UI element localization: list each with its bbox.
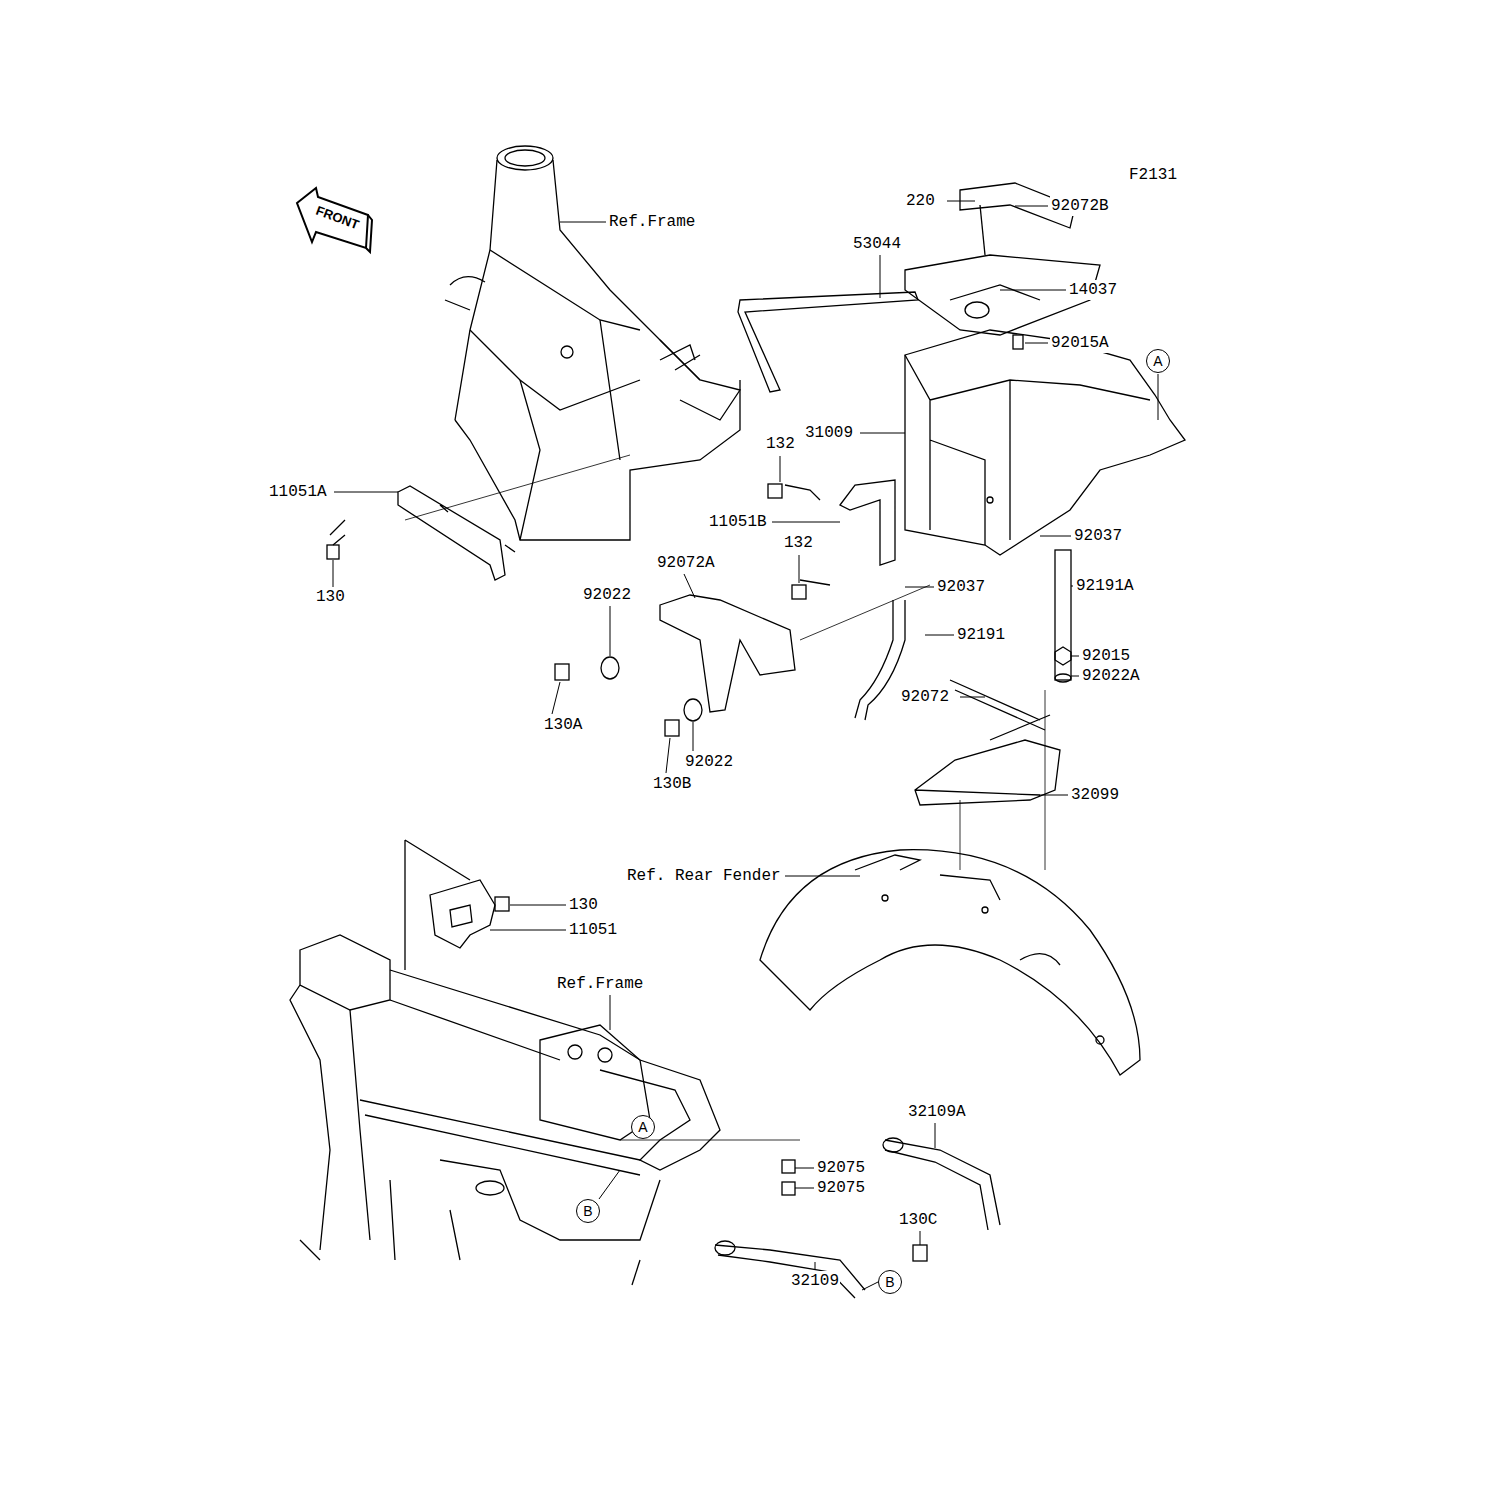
callout-number: 130: [568, 895, 599, 915]
callout-number: 32109A: [907, 1102, 967, 1122]
reference-letter: B: [878, 1270, 902, 1294]
callout-number: 92191: [956, 625, 1006, 645]
front-arrow: [297, 188, 368, 248]
grab-bar: [715, 1245, 865, 1298]
callout-number: 31009: [804, 423, 854, 443]
callout-number: 92015A: [1050, 333, 1110, 353]
callout-number: 92022: [582, 585, 632, 605]
callout-number: 130: [315, 587, 346, 607]
callout-number: 92191A: [1075, 576, 1135, 596]
callout-number: 11051: [568, 920, 618, 940]
callout-number: 92072B: [1050, 196, 1110, 216]
callout-number: 92037: [1073, 526, 1123, 546]
callout-number: 92075: [816, 1178, 866, 1198]
reference-letter: B: [576, 1199, 600, 1223]
strap: [738, 292, 918, 392]
callout-number: 92022A: [1081, 666, 1141, 686]
bracket: [840, 480, 895, 565]
part-label: F2131: [1128, 165, 1178, 185]
reference-letter: A: [631, 1115, 655, 1139]
callout-number: 14037: [1068, 280, 1118, 300]
tray: [915, 715, 1060, 805]
callout-number: 53044: [852, 234, 902, 254]
part-label: Ref.Frame: [556, 974, 644, 994]
callout-number: 220: [905, 191, 936, 211]
part-label: Ref. Rear Fender: [626, 866, 782, 886]
callout-number: 11051A: [268, 482, 328, 502]
callout-number: 92015: [1081, 646, 1131, 666]
callout-number: 130C: [898, 1210, 938, 1230]
frame-upper: [445, 146, 740, 540]
bracket: [398, 486, 515, 580]
callout-number: 32099: [1070, 785, 1120, 805]
reference-letter: A: [1146, 349, 1170, 373]
callout-number: 132: [765, 434, 796, 454]
callout-number: 132: [783, 533, 814, 553]
grab-bar: [885, 1140, 1000, 1230]
bracket: [430, 880, 495, 948]
hose: [855, 600, 905, 720]
leader-lines: [333, 201, 1158, 1290]
callout-number: 92072: [900, 687, 950, 707]
frame-lower: [290, 935, 720, 1285]
callout-number: 92075: [816, 1158, 866, 1178]
callout-number: 92037: [936, 577, 986, 597]
bracket: [660, 595, 795, 712]
rear-fender: [760, 850, 1140, 1075]
callout-number: 130B: [652, 774, 692, 794]
callout-number: 92072A: [656, 553, 716, 573]
callout-number: 11051B: [708, 512, 768, 532]
callout-number: 32109: [790, 1271, 840, 1291]
battery-box: [905, 330, 1185, 555]
callout-number: 92022: [684, 752, 734, 772]
callout-number: 130A: [543, 715, 583, 735]
part-label: Ref.Frame: [608, 212, 696, 232]
